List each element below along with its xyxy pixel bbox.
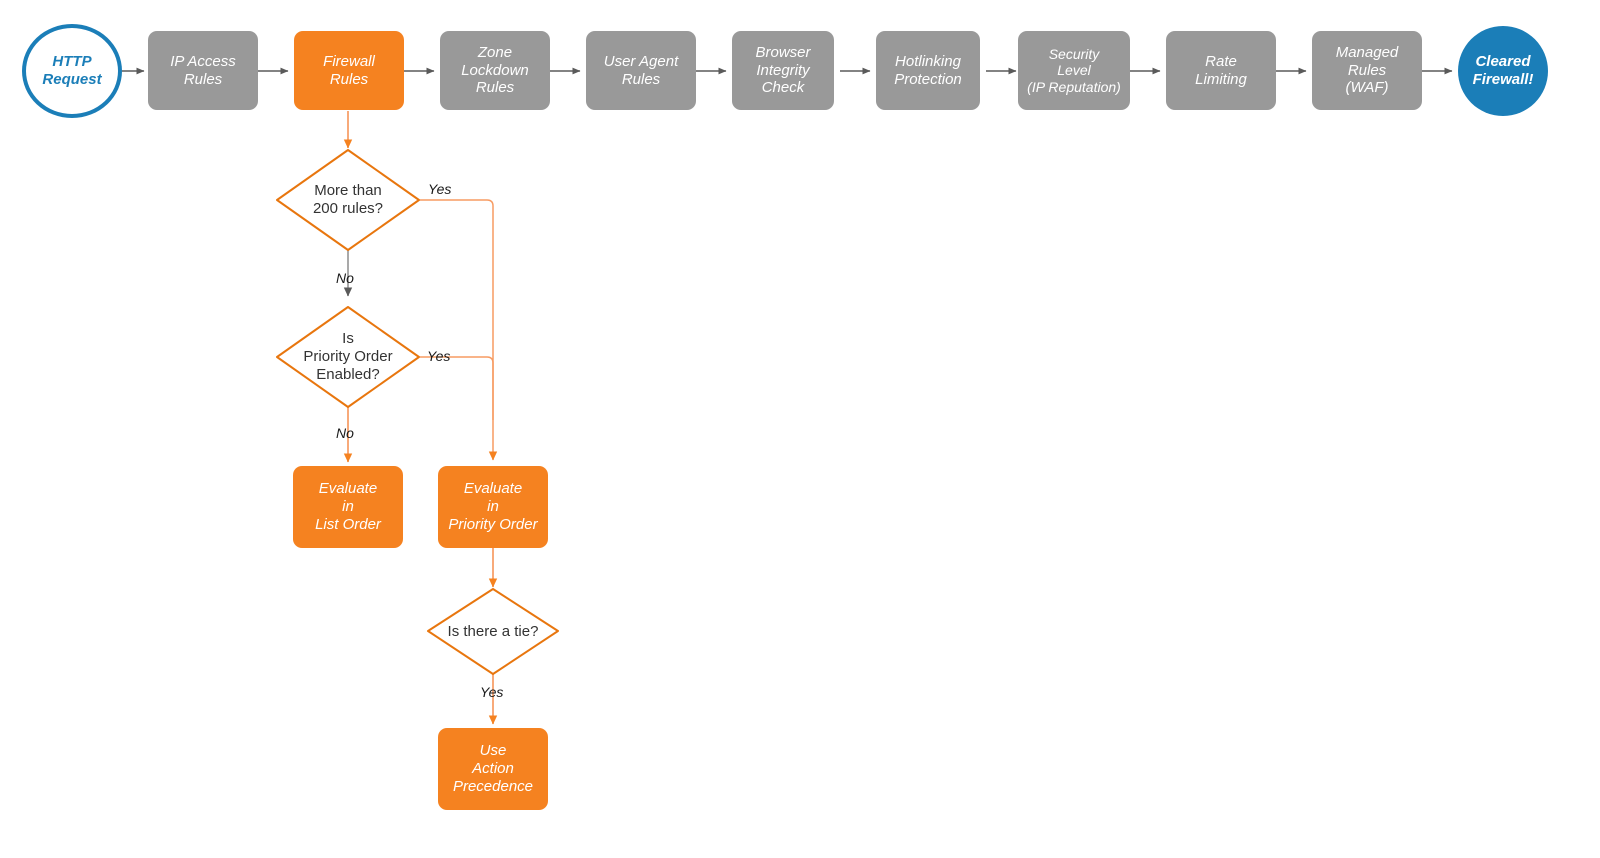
node-label: IP Access Rules [170,52,236,88]
edge-label-yes-more-than-200: Yes [428,181,452,197]
node-user-agent-rules[interactable]: User Agent Rules [586,31,696,110]
edge-label-no-more-than-200: No [336,270,354,286]
node-zone-lockdown-rules[interactable]: Zone Lockdown Rules [440,31,550,110]
node-firewall-rules[interactable]: Firewall Rules [294,31,404,110]
node-http-request[interactable]: HTTP Request [22,24,122,118]
edge-label-yes-priority-order: Yes [427,348,451,364]
node-browser-integrity-check[interactable]: Browser Integrity Check [732,31,834,110]
node-label: Browser Integrity Check [755,43,811,97]
decision-label: Is Priority Order Enabled? [303,330,393,383]
node-security-level[interactable]: Security Level (IP Reputation) [1018,31,1130,110]
node-label: Evaluate in List Order [315,480,381,533]
node-ip-access-rules[interactable]: IP Access Rules [148,31,258,110]
decision-label: Is there a tie? [447,622,539,640]
node-label: Hotlinking Protection [894,52,962,88]
node-label: Security Level (IP Reputation) [1027,45,1121,95]
decision-label: More than 200 rules? [312,182,384,217]
node-hotlinking-protection[interactable]: Hotlinking Protection [876,31,980,110]
node-decision-is-there-a-tie[interactable]: Is there a tie? [428,589,558,674]
edge-d1-yes [420,199,498,461]
node-label: Managed Rules (WAF) [1335,43,1399,97]
node-decision-more-than-200-rules[interactable]: More than 200 rules? [277,150,419,250]
node-label: Rate Limiting [1195,52,1247,88]
node-cleared-firewall[interactable]: Cleared Firewall! [1458,26,1548,116]
node-label: Use Action Precedence [452,742,534,795]
node-evaluate-in-list-order[interactable]: Evaluate in List Order [293,466,403,548]
node-label: Zone Lockdown Rules [461,43,529,97]
node-label: Cleared Firewall! [1472,53,1534,88]
node-use-action-precedence[interactable]: Use Action Precedence [438,728,548,810]
node-evaluate-in-priority-order[interactable]: Evaluate in Priority Order [438,466,548,548]
node-label: Firewall Rules [323,52,375,88]
node-label: Evaluate in Priority Order [448,480,538,533]
edge-label-yes-tie: Yes [480,684,504,700]
edge-label-no-priority-order: No [336,425,354,441]
node-managed-rules-waf[interactable]: Managed Rules (WAF) [1312,31,1422,110]
edge-d2-yes [420,356,494,420]
node-rate-limiting[interactable]: Rate Limiting [1166,31,1276,110]
node-decision-priority-order-enabled[interactable]: Is Priority Order Enabled? [277,307,419,407]
node-label: User Agent Rules [603,52,679,88]
node-label: HTTP Request [42,53,102,88]
